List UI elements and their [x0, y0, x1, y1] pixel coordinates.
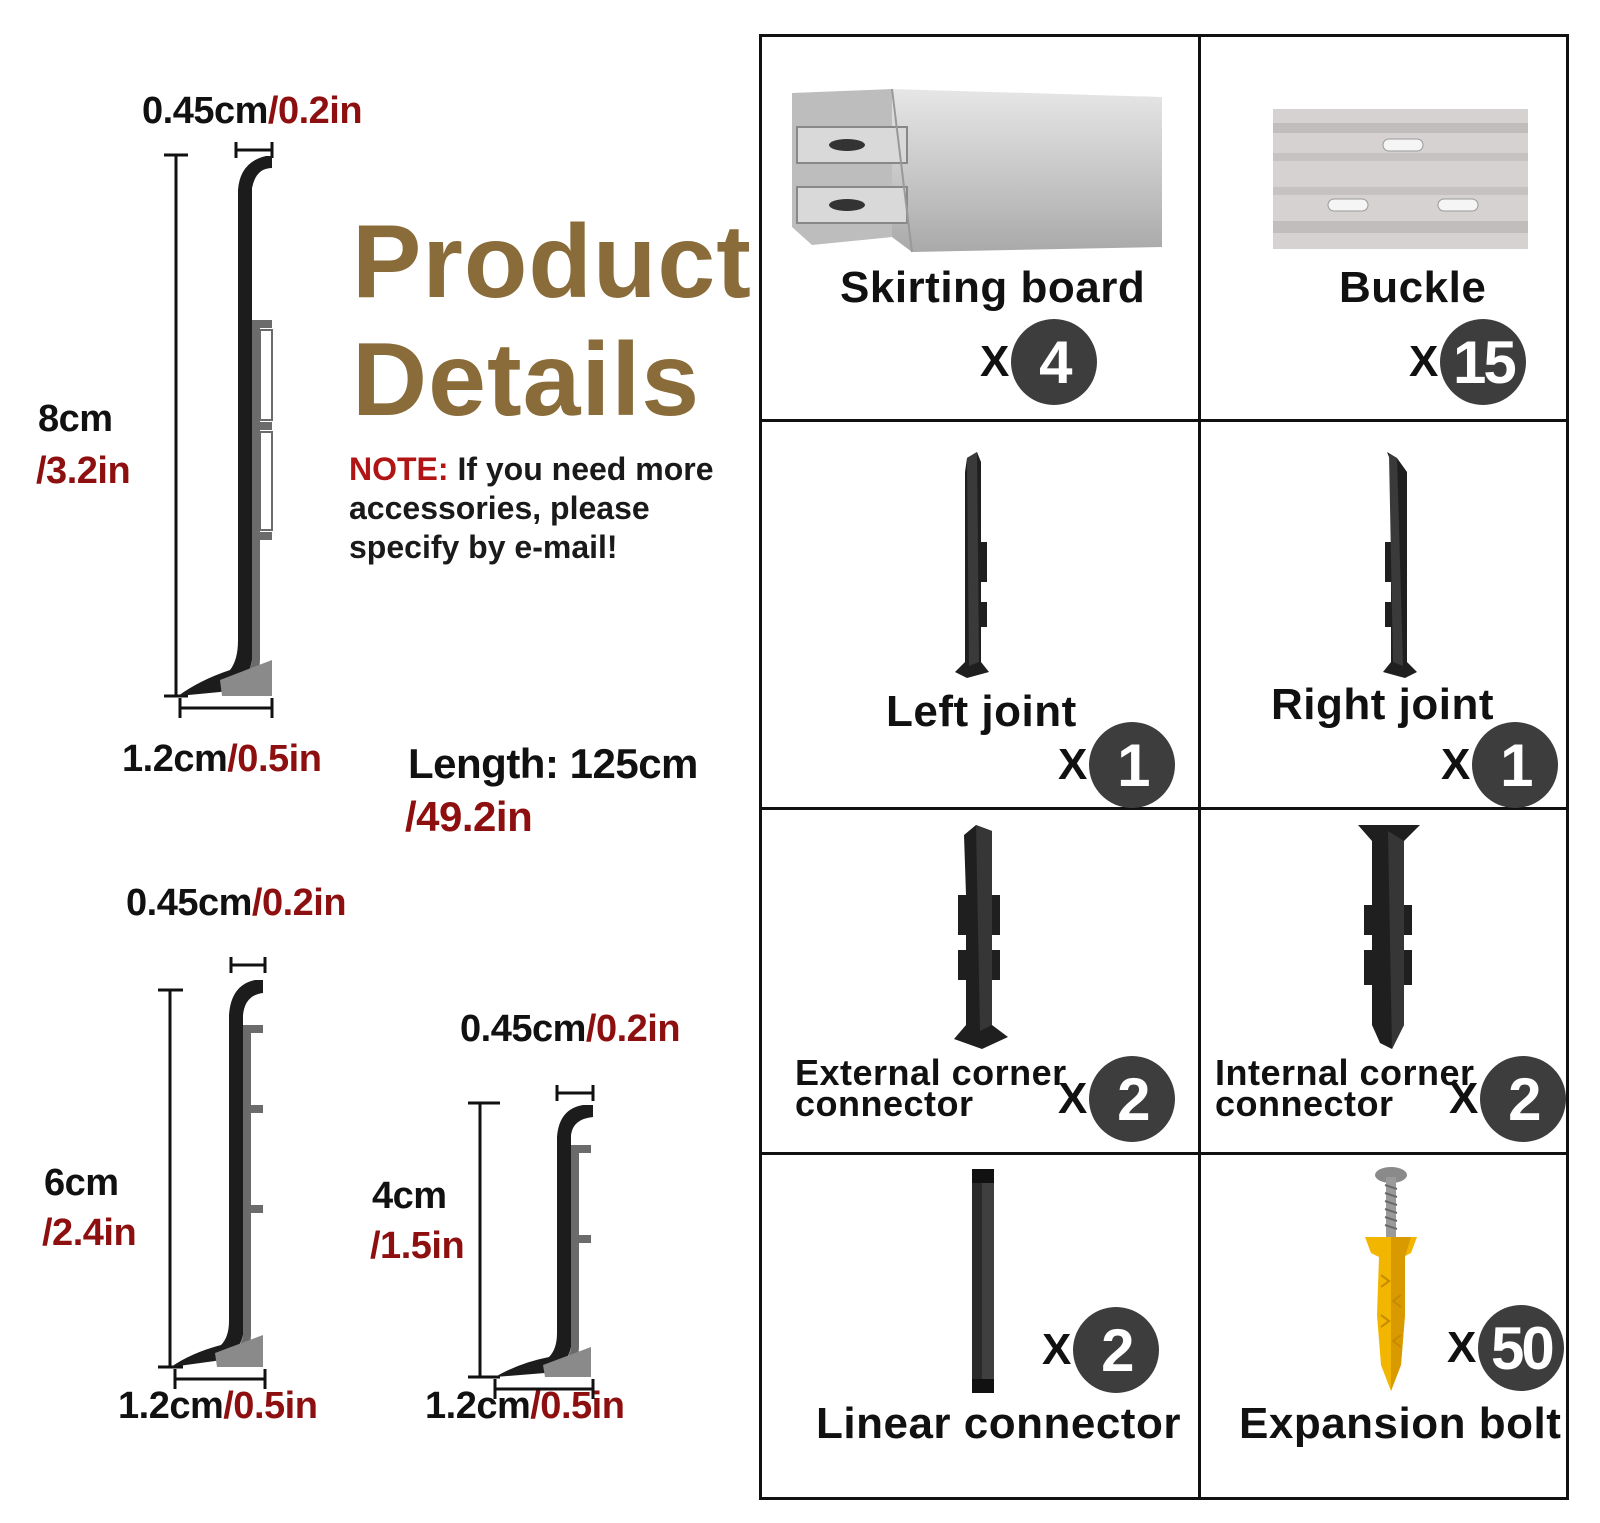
- linear-connector-x: X: [1042, 1325, 1072, 1374]
- cell-external-corner-connector: External corner connector X 2: [762, 810, 1198, 1152]
- external-corner-label-line1: External corner: [795, 1052, 1067, 1093]
- medium-bottom-dimension: 1.2cm/0.5in: [118, 1385, 318, 1428]
- internal-corner-label-line1: Internal corner: [1215, 1052, 1475, 1093]
- small-bottom-cm: 1.2cm: [425, 1385, 531, 1427]
- cell-expansion-bolt: X 50 Expansion bolt: [1201, 1155, 1566, 1497]
- cell-internal-corner-connector: Internal corner connector X 2: [1201, 810, 1567, 1152]
- small-top-dimension: 0.45cm/0.2in: [460, 1008, 681, 1051]
- cell-linear-connector: X 2 Linear connector: [762, 1155, 1198, 1497]
- product-details-title-line1: Product: [352, 204, 752, 320]
- right-joint-x: X: [1441, 740, 1471, 789]
- medium-height-cm: 6cm: [44, 1162, 119, 1204]
- large-bottom-dimension: 1.2cm/0.5in: [122, 738, 322, 781]
- expansion-bolt-quantity: X 50: [1447, 1305, 1565, 1391]
- cell-right-joint: Right joint X 1: [1201, 422, 1566, 808]
- linear-connector-qty-badge: 2: [1073, 1307, 1160, 1393]
- buckle-x: X: [1409, 337, 1439, 386]
- small-profile-drawing: [468, 1085, 595, 1399]
- note-block: NOTE: If you need more accessories, plea…: [349, 450, 713, 567]
- grid-divider-vertical: [1198, 37, 1201, 1497]
- small-height-in: /1.5in: [370, 1225, 465, 1267]
- right-joint-image: [1383, 452, 1417, 678]
- linear-connector-image: [972, 1169, 994, 1393]
- medium-profile-drawing: [158, 957, 267, 1389]
- note-text: If you need more: [457, 451, 714, 487]
- external-corner-x: X: [1058, 1074, 1088, 1123]
- note-label: NOTE:: [349, 451, 449, 487]
- expansion-bolt-x: X: [1447, 1323, 1477, 1372]
- right-joint-quantity: X 1: [1441, 722, 1559, 808]
- internal-corner-connector-label: Internal corner connector: [1215, 1052, 1475, 1124]
- expansion-bolt-image: [1365, 1167, 1417, 1391]
- product-details-title-line2: Details: [352, 322, 701, 438]
- grid-divider-row3: [762, 1152, 1566, 1155]
- internal-corner-x: X: [1449, 1074, 1479, 1123]
- external-corner-connector-label: External corner connector: [795, 1052, 1067, 1124]
- linear-connector-quantity: X 2: [1042, 1307, 1160, 1393]
- large-profile-drawing: [164, 142, 274, 718]
- external-corner-connector-image: [954, 825, 1008, 1049]
- cell-skirting-board: Skirting board X 4: [762, 37, 1198, 419]
- small-bottom-in: /0.5in: [530, 1385, 625, 1427]
- grid-divider-row1: [762, 419, 1566, 422]
- length-inch: /49.2in: [405, 793, 533, 840]
- small-bottom-dimension: 1.2cm/0.5in: [425, 1385, 625, 1428]
- skirting-board-label: Skirting board: [840, 263, 1146, 312]
- expansion-bolt-qty-badge: 50: [1478, 1305, 1565, 1391]
- large-bottom-in: /0.5in: [227, 738, 322, 780]
- buckle-label: Buckle: [1339, 263, 1487, 312]
- medium-bottom-in: /0.5in: [223, 1385, 318, 1427]
- cell-buckle: Buckle X 15: [1201, 37, 1566, 419]
- linear-connector-label: Linear connector: [816, 1399, 1181, 1448]
- medium-bottom-cm: 1.2cm: [118, 1385, 224, 1427]
- accessories-grid: Skirting board X 4 Buckle X 15 Left jo: [759, 34, 1569, 1500]
- skirting-board-quantity: X 4: [980, 319, 1098, 405]
- note-line3: specify by e-mail!: [349, 529, 618, 566]
- medium-top-dimension: 0.45cm/0.2in: [126, 882, 347, 925]
- external-corner-qty-badge: 2: [1089, 1056, 1176, 1142]
- medium-top-cm: 0.45cm: [126, 882, 252, 924]
- internal-corner-label-line2: connector: [1215, 1082, 1394, 1124]
- external-corner-label-line2: connector: [795, 1082, 974, 1124]
- small-top-cm: 0.45cm: [460, 1008, 586, 1050]
- internal-corner-connector-quantity: X 2: [1449, 1056, 1567, 1142]
- medium-top-in: /0.2in: [251, 882, 347, 924]
- left-joint-quantity: X 1: [1058, 722, 1176, 808]
- small-height-cm: 4cm: [372, 1175, 447, 1217]
- large-height-cm: 8cm: [38, 398, 113, 440]
- left-joint-qty-badge: 1: [1089, 722, 1176, 808]
- small-top-in: /0.2in: [585, 1008, 681, 1050]
- buckle-qty-badge: 15: [1440, 319, 1527, 405]
- internal-corner-connector-image: [1358, 825, 1420, 1049]
- left-joint-image: [955, 452, 989, 678]
- grid-divider-row2: [762, 807, 1566, 810]
- skirting-board-qty-badge: 4: [1011, 319, 1098, 405]
- right-joint-qty-badge: 1: [1472, 722, 1559, 808]
- left-joint-x: X: [1058, 740, 1088, 789]
- large-bottom-cm: 1.2cm: [122, 738, 228, 780]
- medium-height-in: /2.4in: [42, 1212, 137, 1254]
- length-label: Length: 125cm: [408, 740, 698, 787]
- cell-left-joint: Left joint X 1: [762, 422, 1198, 808]
- skirting-board-x: X: [980, 337, 1010, 386]
- internal-corner-qty-badge: 2: [1480, 1056, 1567, 1142]
- buckle-quantity: X 15: [1409, 319, 1527, 405]
- external-corner-connector-quantity: X 2: [1058, 1056, 1176, 1142]
- large-height-in: /3.2in: [36, 450, 131, 492]
- buckle-image: [1273, 109, 1528, 249]
- right-joint-label: Right joint: [1271, 680, 1494, 729]
- large-top-in: /0.2in: [267, 90, 363, 132]
- note-line2: accessories, please: [349, 490, 650, 527]
- left-joint-label: Left joint: [886, 687, 1077, 736]
- large-top-dimension: 0.45cm/0.2in: [142, 90, 363, 133]
- large-top-cm: 0.45cm: [142, 90, 268, 132]
- expansion-bolt-label: Expansion bolt: [1239, 1399, 1562, 1448]
- skirting-board-image: [792, 88, 1162, 253]
